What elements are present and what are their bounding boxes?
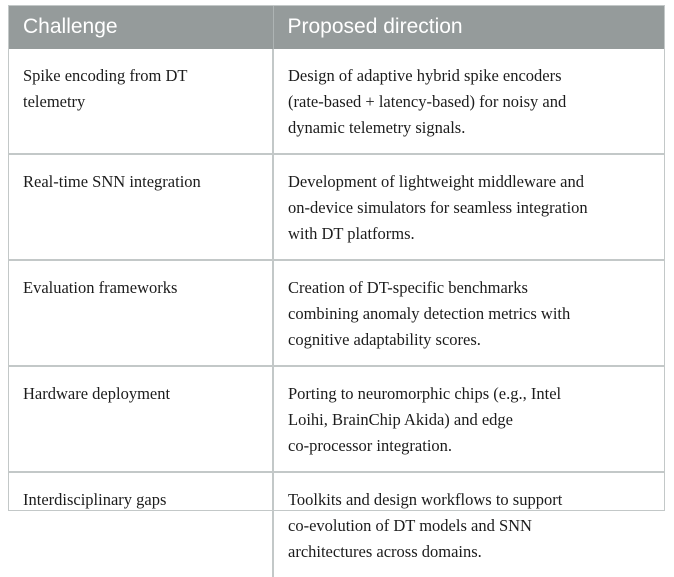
- challenges-table: Challenge Proposed direction Spike encod…: [9, 6, 664, 577]
- cell-challenge: Real-time SNN integration: [9, 153, 274, 260]
- text-line: on-device simulators for seamless integr…: [288, 198, 588, 217]
- text-line: Evaluation frameworks: [23, 278, 178, 297]
- text-line: combining anomaly detection metrics with: [288, 304, 571, 323]
- text-line: architectures across domains.: [288, 542, 482, 561]
- text-line: Creation of DT-specific benchmarks: [288, 278, 528, 297]
- cell-proposed-direction: Creation of DT-specific benchmarks combi…: [273, 259, 664, 366]
- text-line: co-processor integration.: [288, 436, 453, 455]
- cell-challenge: Spike encoding from DT telemetry: [9, 49, 274, 154]
- text-line: Spike encoding from DT: [23, 66, 188, 85]
- text-line: Interdisciplinary gaps: [23, 490, 167, 509]
- challenges-table-container: Challenge Proposed direction Spike encod…: [8, 5, 665, 577]
- table-header-row: Challenge Proposed direction: [9, 6, 664, 49]
- text-line: Loihi, BrainChip Akida) and edge: [288, 410, 513, 429]
- text-line: Hardware deployment: [23, 384, 171, 403]
- cell-challenge: Interdisciplinary gaps: [9, 471, 274, 577]
- table-row: Spike encoding from DT telemetry Design …: [9, 49, 664, 154]
- cell-challenge: Hardware deployment: [9, 365, 274, 472]
- table-body: Spike encoding from DT telemetry Design …: [9, 49, 664, 577]
- table-row: Evaluation frameworks Creation of DT-spe…: [9, 259, 664, 366]
- cell-proposed-direction: Porting to neuromorphic chips (e.g., Int…: [273, 365, 664, 472]
- table-row: Real-time SNN integration Development of…: [9, 153, 664, 260]
- column-header-challenge: Challenge: [9, 6, 274, 49]
- text-line: with DT platforms.: [288, 224, 415, 243]
- text-line: Real-time SNN integration: [23, 172, 201, 191]
- column-header-proposed-direction: Proposed direction: [273, 6, 664, 49]
- cell-proposed-direction: Design of adaptive hybrid spike encoders…: [273, 49, 664, 154]
- table-header: Challenge Proposed direction: [9, 6, 664, 49]
- text-line: Development of lightweight middleware an…: [288, 172, 585, 191]
- text-line: Design of adaptive hybrid spike encoders: [288, 66, 562, 85]
- table-row: Interdisciplinary gaps Toolkits and desi…: [9, 471, 664, 577]
- text-line: Porting to neuromorphic chips (e.g., Int…: [288, 384, 562, 403]
- text-line: dynamic telemetry signals.: [288, 118, 466, 137]
- cell-proposed-direction: Development of lightweight middleware an…: [273, 153, 664, 260]
- table-row: Hardware deployment Porting to neuromorp…: [9, 365, 664, 472]
- text-line: (rate-based + latency-based) for noisy a…: [288, 92, 567, 111]
- text-line: telemetry: [23, 92, 86, 111]
- cell-challenge: Evaluation frameworks: [9, 259, 274, 366]
- cell-proposed-direction: Toolkits and design workflows to support…: [273, 471, 664, 577]
- text-line: cognitive adaptability scores.: [288, 330, 481, 349]
- text-line: Toolkits and design workflows to support: [288, 490, 563, 509]
